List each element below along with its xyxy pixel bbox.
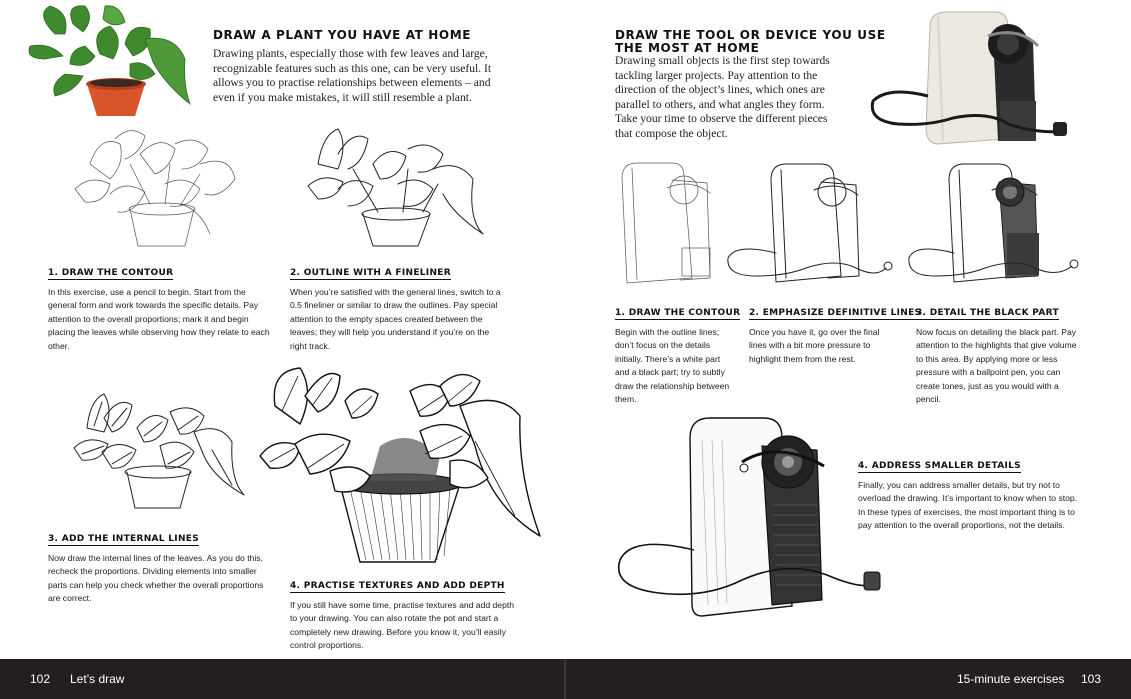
right-page-title-line2: THE MOST AT HOME (615, 41, 760, 55)
right-step-3-heading: 3. DETAIL THE BLACK PART (916, 308, 1059, 320)
left-step-2-body: When you’re satisfied with the general l… (290, 287, 501, 351)
left-page-intro: Drawing plants, especially those with fe… (213, 47, 492, 104)
plant-sketch-contour (74, 130, 236, 247)
machine-sketch-black-part (908, 163, 1079, 283)
left-step-3-body: Now draw the internal lines of the leave… (48, 553, 264, 604)
left-page-title: DRAW A PLANT YOU HAVE AT HOME (213, 28, 472, 42)
right-page-intro: Drawing small objects is the first step … (615, 54, 830, 140)
right-step-4-heading: 4. ADDRESS SMALLER DETAILS (858, 461, 1021, 473)
right-step-3-body: Now focus on detailing the black part. P… (916, 327, 1077, 405)
machine-sketch-contour (621, 162, 711, 284)
left-step-1-heading: 1. DRAW THE CONTOUR (48, 268, 174, 280)
left-step-4: 4. PRACTISE TEXTURES AND ADD DEPTH If yo… (290, 575, 520, 653)
left-step-4-body: If you still have some time, practise te… (290, 600, 515, 651)
left-step-1-body: In this exercise, use a pencil to begin.… (48, 287, 270, 351)
plant-sketch-outline (307, 128, 484, 247)
left-step-3: 3. ADD THE INTERNAL LINES Now draw the i… (48, 528, 270, 606)
coffee-machine-photo (870, 11, 1067, 145)
right-step-3: 3. DETAIL THE BLACK PART Now focus on de… (916, 302, 1084, 406)
machine-sketch-final (617, 417, 881, 617)
right-step-2-body: Once you have it, go over the final line… (749, 327, 880, 364)
left-step-4-heading: 4. PRACTISE TEXTURES AND ADD DEPTH (290, 581, 505, 593)
right-step-4-body: Finally, you can address smaller details… (858, 480, 1078, 531)
right-step-4: 4. ADDRESS SMALLER DETAILS Finally, you … (858, 455, 1082, 533)
plant-sketch-textures (259, 367, 541, 563)
right-step-2-heading: 2. EMPHASIZE DEFINITIVE LINES (749, 308, 922, 320)
plant-photo (28, 5, 191, 116)
left-step-2-heading: 2. OUTLINE WITH A FINELINER (290, 268, 451, 280)
right-page-title-line1: DRAW THE TOOL OR DEVICE YOU USE (615, 28, 886, 42)
left-step-3-heading: 3. ADD THE INTERNAL LINES (48, 534, 200, 546)
right-step-1: 1. DRAW THE CONTOUR Begin with the outli… (615, 302, 741, 406)
machine-sketch-definitive-lines (727, 163, 893, 283)
right-step-1-body: Begin with the outline lines; don’t focu… (615, 327, 730, 405)
left-section-title: Let’s draw (70, 672, 125, 686)
left-page-number: 102 (30, 672, 51, 686)
right-step-1-heading: 1. DRAW THE CONTOUR (615, 308, 741, 320)
right-page-title: DRAW THE TOOL OR DEVICE YOU USE THE MOST… (615, 29, 886, 55)
right-section-title: 15-minute exercises (957, 672, 1065, 686)
footer-bar: 102 Let’s draw 15-minute exercises 103 (0, 659, 1131, 699)
right-page-number: 103 (1081, 672, 1102, 686)
left-step-2: 2. OUTLINE WITH A FINELINER When you’re … (290, 262, 504, 353)
page-gutter (564, 659, 566, 699)
right-step-2: 2. EMPHASIZE DEFINITIVE LINES Once you h… (749, 302, 922, 366)
left-step-1: 1. DRAW THE CONTOUR In this exercise, us… (48, 262, 270, 353)
plant-sketch-internal-lines (73, 393, 245, 509)
